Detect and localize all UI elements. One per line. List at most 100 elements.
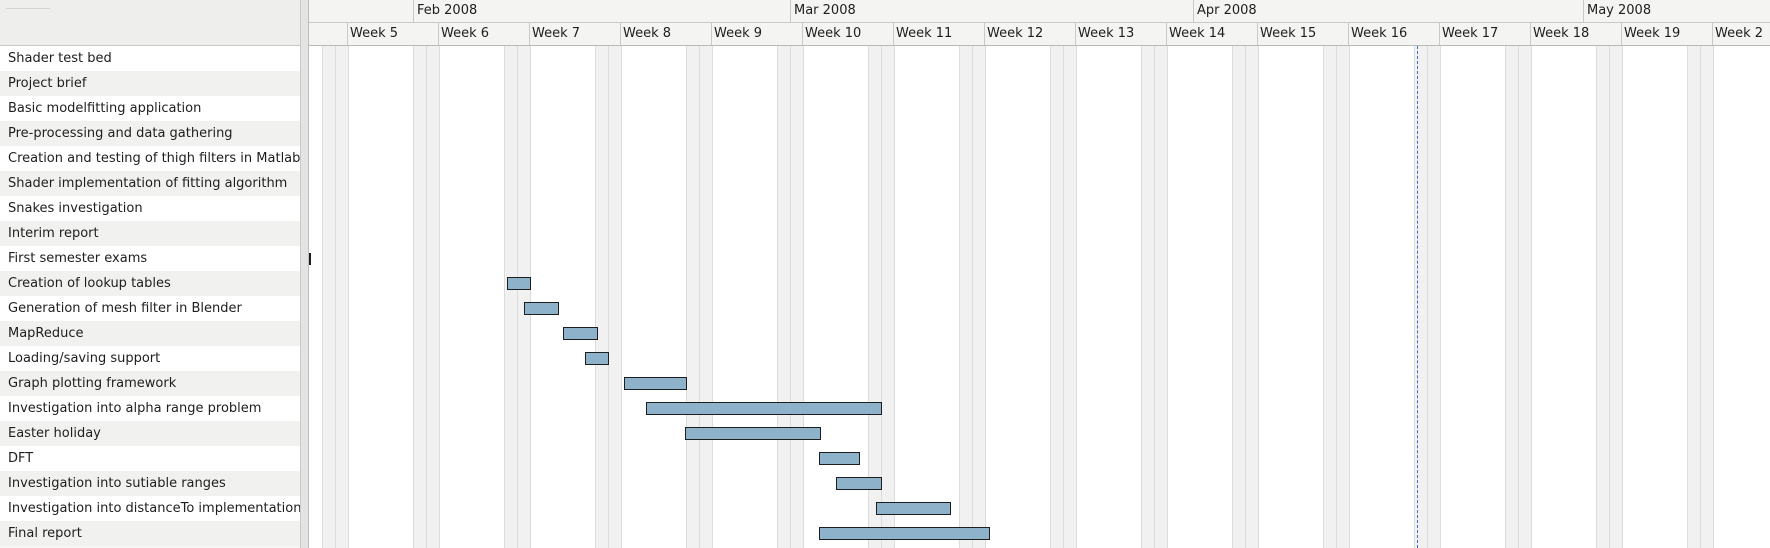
task-row[interactable]: Easter holiday	[0, 421, 300, 446]
task-row[interactable]: Shader test bed	[0, 46, 300, 71]
task-bar[interactable]	[585, 352, 609, 365]
week-divider	[802, 23, 803, 45]
week-label: Week 16	[1351, 26, 1408, 41]
week-label: Week 12	[987, 26, 1044, 41]
grid-line	[1700, 46, 1701, 548]
task-row[interactable]: Pre-processing and data gathering	[0, 121, 300, 146]
week-label: Week 2	[1715, 26, 1764, 41]
task-bar[interactable]	[507, 277, 531, 290]
grid-line	[881, 46, 882, 548]
task-row[interactable]: Project brief	[0, 71, 300, 96]
grid-line	[335, 46, 336, 548]
task-row[interactable]: Investigation into sutiable ranges	[0, 471, 300, 496]
grid-line	[1427, 46, 1428, 548]
grid-line	[439, 46, 440, 548]
task-bar-edge[interactable]	[309, 253, 311, 265]
week-divider	[893, 23, 894, 45]
week-label: Week 6	[441, 26, 490, 41]
task-row[interactable]: Creation of lookup tables	[0, 271, 300, 296]
grid-line	[595, 46, 596, 548]
week-label: Week 9	[714, 26, 763, 41]
grid-line	[1622, 46, 1623, 548]
grid-line	[1531, 46, 1532, 548]
week-label: Week 8	[623, 26, 672, 41]
week-divider	[1348, 23, 1349, 45]
task-bar[interactable]	[836, 477, 882, 490]
task-bar[interactable]	[819, 452, 860, 465]
grid-line	[504, 46, 505, 548]
grid-line	[1167, 46, 1168, 548]
month-label: May 2008	[1587, 3, 1652, 18]
task-bar[interactable]	[819, 527, 990, 540]
grid-line	[1245, 46, 1246, 548]
week-label: Week 19	[1624, 26, 1681, 41]
panel-splitter[interactable]	[301, 0, 309, 548]
grid-line	[1349, 46, 1350, 548]
month-divider	[790, 0, 791, 22]
week-label: Week 18	[1533, 26, 1590, 41]
week-divider	[1712, 23, 1713, 45]
grid-line	[1414, 46, 1415, 548]
week-label: Week 14	[1169, 26, 1226, 41]
grid-line	[1336, 46, 1337, 548]
task-row[interactable]: Investigation into alpha range problem	[0, 396, 300, 421]
header-divider	[6, 8, 50, 9]
grid-line	[894, 46, 895, 548]
task-row[interactable]: Final report	[0, 521, 300, 546]
task-row[interactable]: First semester exams	[0, 246, 300, 271]
week-divider	[529, 23, 530, 45]
task-bar[interactable]	[624, 377, 687, 390]
grid-line	[1154, 46, 1155, 548]
month-label: Mar 2008	[794, 3, 856, 18]
week-label: Week 10	[805, 26, 862, 41]
task-bar[interactable]	[563, 327, 598, 340]
task-row[interactable]: Basic modelfitting application	[0, 96, 300, 121]
task-row[interactable]: DFT	[0, 446, 300, 471]
task-row[interactable]: Snakes investigation	[0, 196, 300, 221]
gantt-grid	[309, 46, 1770, 548]
week-divider	[1075, 23, 1076, 45]
task-bar[interactable]	[685, 427, 821, 440]
grid-line	[517, 46, 518, 548]
grid-line	[348, 46, 349, 548]
grid-line	[790, 46, 791, 548]
task-bar[interactable]	[524, 302, 559, 315]
grid-line	[1687, 46, 1688, 548]
grid-line	[777, 46, 778, 548]
week-label: Week 5	[350, 26, 399, 41]
week-label: Week 17	[1442, 26, 1499, 41]
grid-line	[1713, 46, 1714, 548]
week-divider	[1439, 23, 1440, 45]
task-row[interactable]: Shader implementation of fitting algorit…	[0, 171, 300, 196]
month-label: Feb 2008	[417, 3, 478, 18]
task-bar[interactable]	[646, 402, 882, 415]
week-divider	[438, 23, 439, 45]
month-divider	[1583, 0, 1584, 22]
grid-line	[1076, 46, 1077, 548]
week-divider	[1621, 23, 1622, 45]
task-row[interactable]: Graph plotting framework	[0, 371, 300, 396]
grid-line	[322, 46, 323, 548]
today-marker-line	[1417, 46, 1418, 548]
grid-line	[699, 46, 700, 548]
task-row[interactable]: Loading/saving support	[0, 346, 300, 371]
grid-line	[1258, 46, 1259, 548]
grid-line	[530, 46, 531, 548]
week-label: Week 15	[1260, 26, 1317, 41]
week-divider	[711, 23, 712, 45]
task-panel-header	[0, 0, 300, 46]
task-row[interactable]: Interim report	[0, 221, 300, 246]
grid-line	[803, 46, 804, 548]
task-row[interactable]: Investigation into distanceTo implementa…	[0, 496, 300, 521]
week-divider	[1530, 23, 1531, 45]
task-row[interactable]: MapReduce	[0, 321, 300, 346]
task-row[interactable]: Generation of mesh filter in Blender	[0, 296, 300, 321]
grid-line	[972, 46, 973, 548]
grid-line	[1596, 46, 1597, 548]
task-row[interactable]: Creation and testing of thigh filters in…	[0, 146, 300, 171]
grid-line	[608, 46, 609, 548]
task-bar[interactable]	[876, 502, 951, 515]
week-divider	[347, 23, 348, 45]
